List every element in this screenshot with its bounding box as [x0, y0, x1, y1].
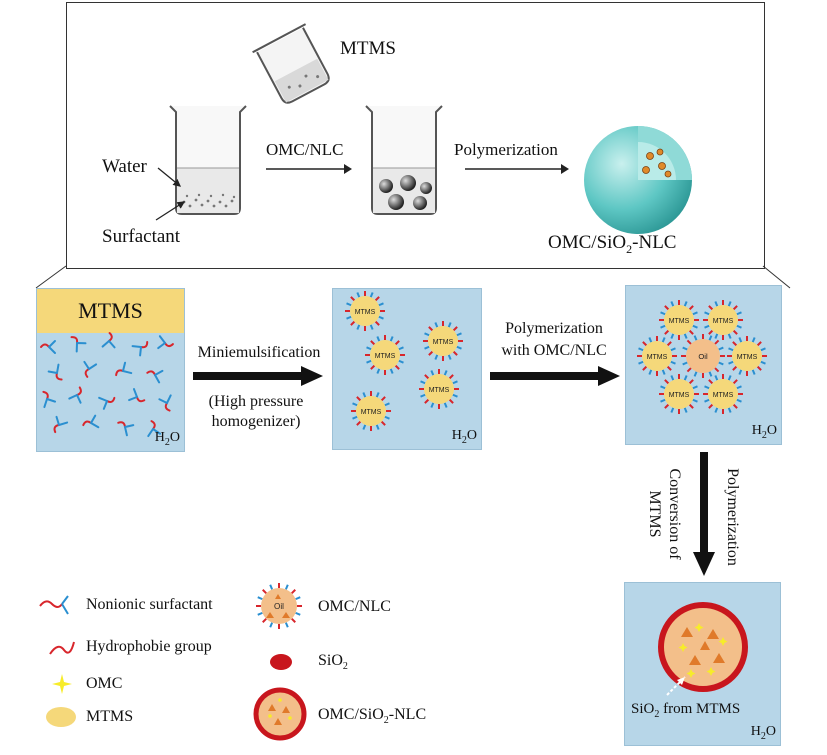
mtms-droplet: MTMS [419, 369, 459, 409]
conversion-arrow [693, 452, 715, 576]
droplet-label: MTMS [647, 354, 668, 361]
panel-final-particle: SiO2 from MTMS H2O [624, 582, 781, 746]
droplet-label: MTMS [429, 387, 450, 394]
mtms-droplet: MTMS [351, 391, 391, 431]
droplet-label: MTMS [433, 339, 454, 346]
mtms-droplet: MTMS [659, 300, 699, 340]
beaker-water-icon [169, 105, 247, 215]
mtms-droplet: MTMS [703, 300, 743, 340]
droplet-cluster: MTMS MTMS MTMS MTMS MTMS MTMS Oil [637, 300, 767, 414]
droplet-label: MTMS [361, 409, 382, 416]
surfactant-molecule [53, 415, 69, 434]
step1-arrow [266, 164, 352, 174]
droplet-label: MTMS [669, 318, 690, 325]
surfactant-molecule [131, 340, 149, 357]
polymerization-arrow [490, 366, 620, 386]
surfactant-molecule [68, 386, 82, 404]
omc-sio2-nlc-icon [253, 687, 307, 741]
sio2-icon [270, 654, 292, 670]
droplet-label: MTMS [355, 309, 376, 316]
surfactant-molecules [40, 332, 174, 438]
final-particle-icon [658, 602, 748, 696]
surfactant-molecule [42, 390, 57, 409]
surfactant-molecule [82, 414, 100, 429]
legend-nonionic: Nonionic surfactant [86, 596, 213, 613]
surfactant-molecule [70, 336, 87, 353]
arrow3-label-right: Polymerization [724, 468, 741, 566]
hydrophobic-group-icon [49, 641, 75, 655]
legend-omc-nlc: OMC/NLC [318, 598, 391, 615]
mtms-layer: MTMS [37, 289, 184, 333]
miniemulsification-arrow [193, 366, 323, 386]
h2o-label: H2O [451, 428, 477, 446]
droplet-label: MTMS [669, 392, 690, 399]
h2o-label: H2O [154, 430, 180, 448]
surfactant-molecule [117, 421, 135, 437]
surfactant-molecule [101, 332, 116, 349]
h2o-label: H2O [750, 724, 776, 742]
legend-omc-sio2-nlc: OMC/SiO2-NLC [318, 706, 427, 727]
step2-arrow [465, 164, 569, 174]
beaker-droplets-icon [365, 105, 443, 215]
legend-sio2: SiO2 [318, 652, 348, 673]
surfactant-label: Surfactant [102, 226, 181, 247]
droplet-label: MTMS [375, 353, 396, 360]
mtms-droplet: MTMS [637, 336, 677, 376]
surfactant-molecule [83, 360, 98, 378]
step2-label: Polymerization [454, 140, 558, 159]
droplet-label: MTMS [713, 318, 734, 325]
legend-omc: OMC [86, 675, 123, 692]
omc-nlc-icon: Oil [256, 583, 302, 629]
droplet-label: Oil [274, 602, 284, 611]
mtms-droplet: MTMS [703, 374, 743, 414]
sio2-from-mtms-note: SiO2 from MTMS [631, 701, 741, 720]
mtms-droplet: MTMS [423, 321, 463, 361]
legend-mtms: MTMS [86, 708, 134, 725]
surfactant-molecule [146, 369, 164, 384]
arrow3-label-left: Conversion of MTMS [646, 468, 683, 560]
surfactant-molecule [47, 363, 63, 381]
surfactant-molecule [158, 394, 172, 412]
panel-droplet-cluster: MTMS MTMS MTMS MTMS MTMS MTMS Oil H2O [625, 285, 782, 445]
panel-mtms-surfactant: MTMS H2O [36, 288, 185, 452]
surfactant-molecule [40, 340, 56, 354]
omc-nlc-droplet: Oil [256, 583, 302, 629]
surfactant-molecule [128, 388, 146, 403]
sio2-nlc-sphere-icon [584, 126, 692, 234]
mtms-droplet: MTMS [345, 291, 385, 331]
top-schematic-frame [66, 2, 765, 269]
surfactant-molecule [115, 361, 133, 377]
pointer-arrows [155, 167, 186, 221]
droplet-label: MTMS [737, 354, 758, 361]
h2o-label: H2O [751, 423, 777, 441]
mtms-droplet: MTMS [727, 336, 767, 376]
surfactant-molecule [147, 420, 162, 438]
mtms-droplet: MTMS [659, 374, 699, 414]
mtms-droplet: MTMS [365, 335, 405, 375]
mtms-reagent-label: MTMS [340, 38, 396, 59]
oil-core-droplet: Oil [681, 334, 725, 378]
nonionic-surfactant-icon [39, 595, 69, 615]
product-label: OMC/SiO2-NLC [548, 232, 677, 256]
omc-star-icon [52, 674, 72, 694]
tilted-beaker-icon [252, 23, 330, 104]
droplet-label: Oil [698, 352, 708, 361]
legend-hydrophobic: Hydrophobie group [86, 638, 212, 655]
surfactant-molecule [157, 335, 174, 350]
step1-label: OMC/NLC [266, 140, 344, 159]
panel-mtms-droplets: MTMS MTMS MTMS MTMS MTMS H2O [332, 288, 482, 450]
surfactant-molecule [98, 396, 116, 410]
droplet-label: MTMS [713, 392, 734, 399]
arrow2-label: Polymerization with OMC/NLC [501, 320, 607, 359]
arrow1-label-top: Miniemulsification [197, 344, 321, 361]
mtms-droplets: MTMS MTMS MTMS MTMS MTMS [345, 291, 463, 431]
zoom-lines [35, 265, 791, 289]
mtms-droplet-icon [46, 707, 76, 727]
water-label: Water [102, 156, 147, 177]
arrow1-label-bottom: (High pressure homogenizer) [208, 393, 304, 430]
